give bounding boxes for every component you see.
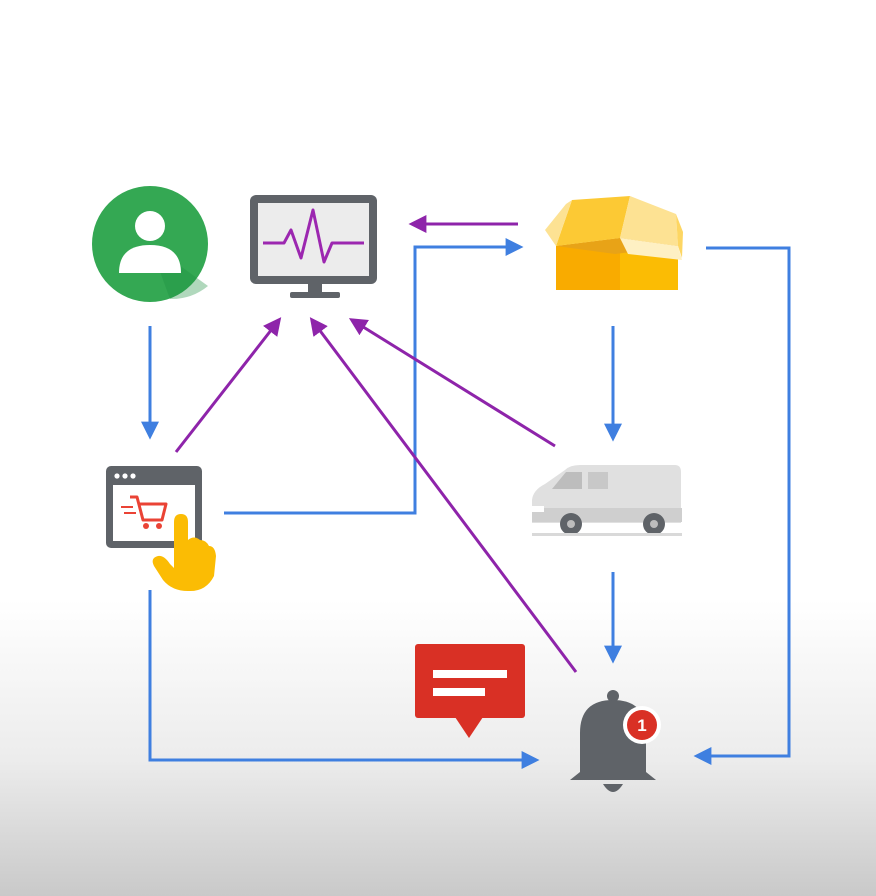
monitor-waveform-icon <box>250 195 377 298</box>
monitor-arrow-van-to-monitor <box>348 318 556 448</box>
notification-badge: 1 <box>623 706 661 744</box>
user-avatar-icon <box>92 186 208 302</box>
cardboard-box-icon <box>545 196 683 290</box>
monitor-arrow-notification-to-monitor <box>309 317 578 673</box>
monitor-arrow-shop-to-monitor <box>174 317 282 453</box>
message-bubble-icon <box>415 644 525 738</box>
flow-arrow-shop-to-package <box>224 238 524 515</box>
flow-arrow-shop-to-notification <box>148 590 540 769</box>
delivery-van-icon <box>532 465 682 536</box>
shopping-cart-browser-icon <box>106 466 216 592</box>
flow-arrow-package-to-notification <box>693 246 791 765</box>
notification-badge-count: 1 <box>637 716 646 735</box>
